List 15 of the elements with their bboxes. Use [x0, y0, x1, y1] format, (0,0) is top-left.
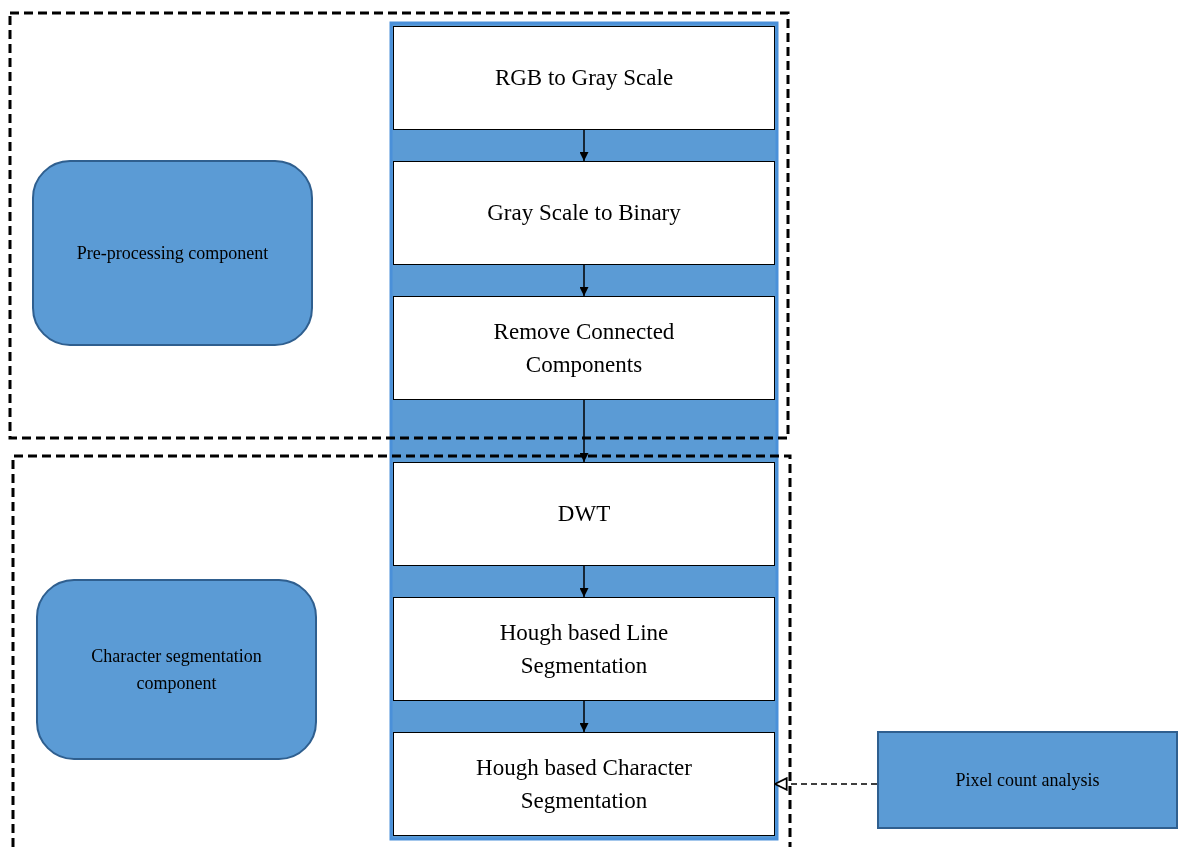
process-box: DWT	[393, 462, 775, 566]
process-box: Remove Connected Components	[393, 296, 775, 400]
arrow	[579, 264, 589, 297]
arrow	[579, 399, 589, 463]
process-box: Gray Scale to Binary	[393, 161, 775, 265]
arrow	[774, 777, 878, 791]
process-box: Hough based Character Segmentation	[393, 732, 775, 836]
arrow	[579, 565, 589, 598]
arrow	[579, 700, 589, 733]
input-box: Pixel count analysis	[877, 731, 1178, 829]
arrow	[579, 129, 589, 162]
component-box: Character segmentation component	[36, 579, 317, 760]
component-box: Pre-processing component	[32, 160, 313, 346]
process-box: Hough based Line Segmentation	[393, 597, 775, 701]
process-box: RGB to Gray Scale	[393, 26, 775, 130]
